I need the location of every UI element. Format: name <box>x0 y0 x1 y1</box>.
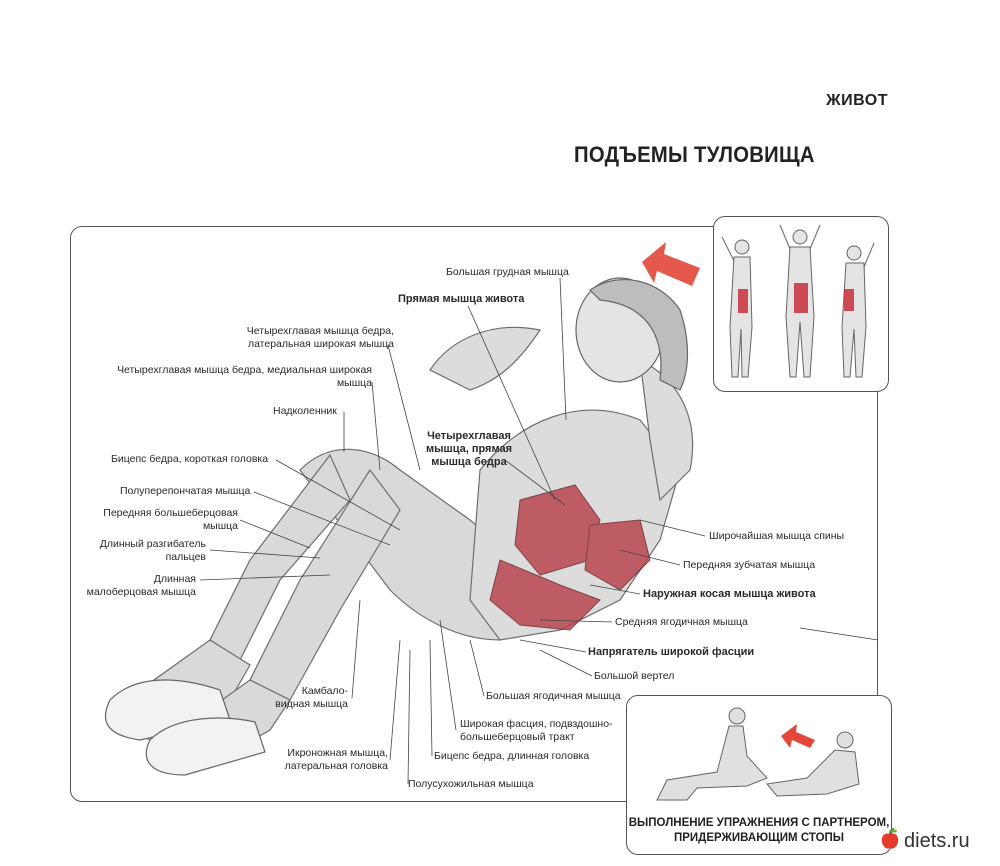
label-iliotibial: Широкая фасция, подвздошно- большеберцов… <box>460 718 613 743</box>
label-semitendinosus: Полусухожильная мышца <box>408 778 534 790</box>
label-serratus: Передняя зубчатая мышца <box>683 559 816 571</box>
label-biceps-long: Бицепс бедра, длинная головка <box>434 750 590 762</box>
page-title: ПОДЪЕМЫ ТУЛОВИЩА <box>574 142 815 167</box>
watermark: diets.ru <box>880 828 970 853</box>
apple-logo-icon <box>881 828 899 849</box>
label-tibialis-anterior: Передняя большеберцовая мышца <box>103 507 238 532</box>
label-patella: Надколенник <box>273 405 337 417</box>
partner-exercise-inset: ВЫПОЛНЕНИЕ УПРАЖНЕНИЯ С ПАРТНЕРОМ, ПРИДЕ… <box>626 695 892 855</box>
label-biceps-short: Бицепс бедра, короткая головка <box>111 453 269 465</box>
label-rectus-abdominis: Прямая мышца живота <box>398 293 525 305</box>
movement-arrow-icon <box>642 242 700 286</box>
label-vastus-medialis: Четырехглавая мышца бедра, медиальная ши… <box>117 364 372 389</box>
label-gastrocnemius: Икроножная мышца, латеральная головка <box>284 747 388 772</box>
partner-exercise-figures-icon <box>656 707 860 801</box>
label-vastus-lateralis: Четырехглавая мышца бедра, латеральная ш… <box>246 325 394 350</box>
partner-caption: ВЫПОЛНЕНИЕ УПРАЖНЕНИЯ С ПАРТНЕРОМ, ПРИДЕ… <box>628 817 890 844</box>
label-peroneus: Длинная малоберцовая мышца <box>86 573 196 598</box>
label-tensor-fasciae: Напрягатель широкой фасции <box>588 646 755 658</box>
muscle-map-inset <box>713 216 889 392</box>
label-extensor-digitorum: Длинный разгибатель пальцев <box>99 538 206 563</box>
label-semimembranosus: Полуперепончатая мышца <box>120 485 251 497</box>
watermark-text: diets.ru <box>904 830 970 852</box>
label-gluteus-medius: Средняя ягодичная мышца <box>615 616 748 628</box>
muscle-map-figures-icon <box>721 224 875 378</box>
label-gluteus-maximus: Большая ягодичная мышца <box>486 690 621 702</box>
label-rectus-femoris: Четырехглавая мышца, прямая мышца бедра <box>426 430 512 468</box>
label-latissimus: Широчайшая мышца спины <box>709 530 845 542</box>
label-greater-trochanter: Большой вертел <box>594 670 675 682</box>
section-heading: ЖИВОТ <box>826 92 888 109</box>
label-external-oblique: Наружная косая мышца живота <box>643 588 816 600</box>
diagram-frame <box>70 226 878 802</box>
label-pectoralis: Большая грудная мышца <box>446 266 569 278</box>
label-soleus: Камбало- видная мышца <box>275 685 348 710</box>
